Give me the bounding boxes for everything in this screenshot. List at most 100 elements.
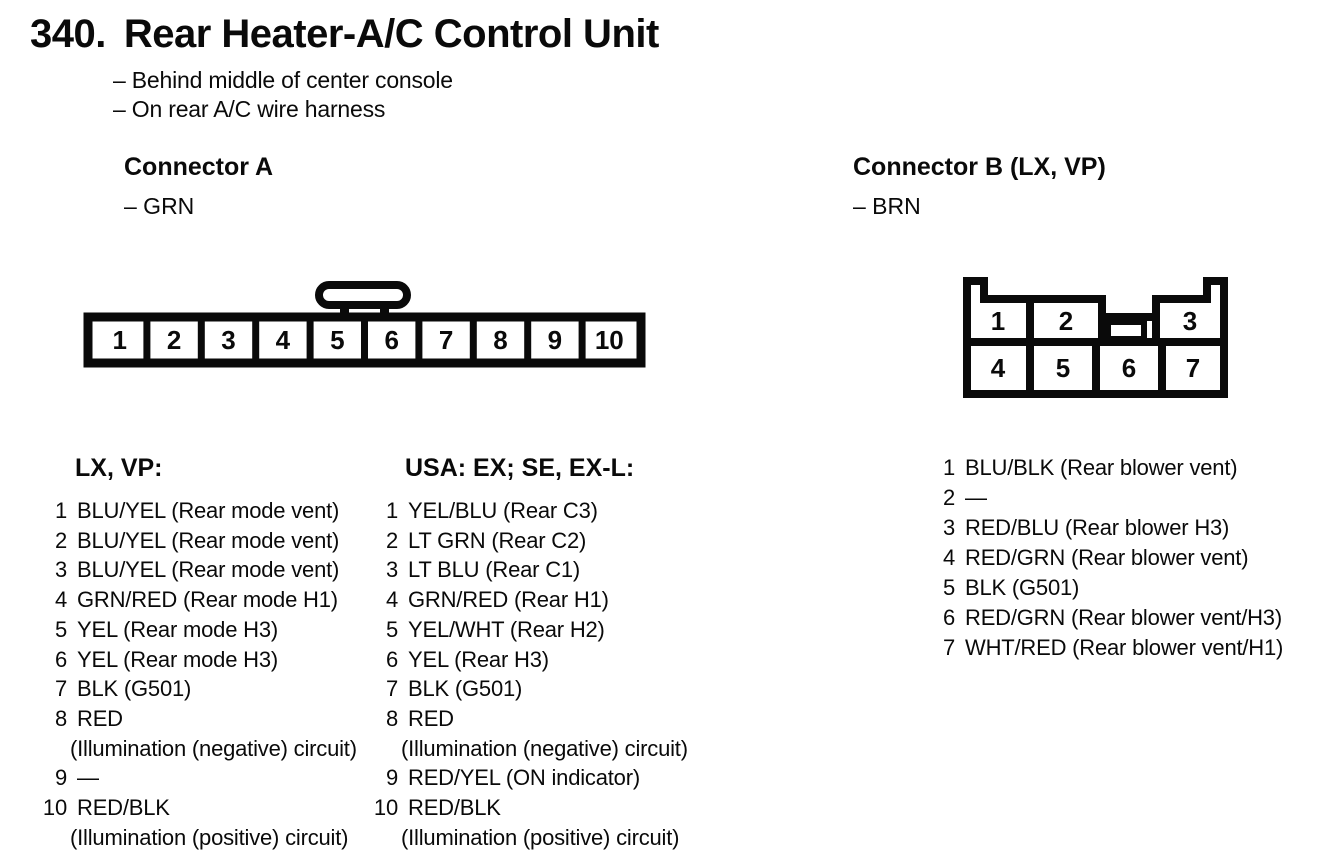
- pin-label: RED/GRN (Rear blower vent/H3): [965, 605, 1282, 630]
- location-note: – On rear A/C wire harness: [113, 96, 386, 122]
- connector-a-color-note: – GRN: [124, 193, 195, 219]
- connector-b-cavity-number: 3: [1183, 306, 1197, 336]
- pin-label: BLK (G501): [77, 676, 192, 702]
- connector-a-cavity-number: 10: [595, 325, 624, 355]
- pin-label: —: [77, 765, 99, 791]
- location-notes: – Behind middle of center console – On r…: [113, 66, 453, 124]
- pin-number: 5: [54, 616, 67, 642]
- pin-number: 6: [54, 646, 67, 672]
- connector-a-latch-tab: [315, 281, 411, 309]
- pin-row: 6 YEL (Rear H3): [365, 645, 688, 675]
- connector-a-cavity-number: 4: [276, 325, 291, 355]
- pin-label: RED/BLU (Rear blower H3): [965, 515, 1230, 540]
- pin-label: YEL (Rear mode H3): [77, 646, 278, 672]
- pin-row: 2 LT GRN (Rear C2): [365, 526, 688, 556]
- connector-a-diagram: 1 2 3 4 5 6 7 8 9 10: [83, 281, 646, 368]
- connector-b-cavity-number: 6: [1122, 353, 1136, 383]
- pin-label: YEL (Rear mode H3): [77, 616, 278, 642]
- pin-row: 4 GRN/RED (Rear H1): [365, 585, 688, 615]
- pin-label: BLK (G501): [965, 575, 1080, 600]
- pin-number: 3: [54, 557, 67, 583]
- connector-b-diagram: 1 2 3 4 5 6 7: [963, 277, 1228, 398]
- connector-a-cavity-number: 1: [112, 325, 126, 355]
- pin-number: 9: [385, 765, 398, 791]
- pin-number: 2: [54, 527, 67, 553]
- pin-number: 4: [942, 545, 955, 570]
- pin-number: 4: [385, 587, 398, 613]
- pin-row: 5 BLK (G501): [930, 573, 1283, 603]
- connector-a-cavity-number: 5: [330, 325, 344, 355]
- pin-row: 9—: [34, 763, 357, 793]
- connector-a-heading: Connector A: [124, 153, 274, 181]
- pin-label: BLU/YEL (Rear mode vent): [77, 527, 340, 553]
- pinout-list-connector-b: 1 BLU/BLK (Rear blower vent) 2— 3 RED/BLU …: [930, 453, 1283, 663]
- pin-row: 6 YEL (Rear mode H3): [34, 645, 357, 675]
- pin-number: 8: [385, 705, 398, 731]
- connector-b-cavity-number: 2: [1059, 306, 1073, 336]
- connector-b-cavity-number: 5: [1056, 353, 1070, 383]
- connector-a-cavity-number: 7: [439, 325, 453, 355]
- pin-number: 6: [385, 646, 398, 672]
- pin-label: BLU/BLK (Rear blower vent): [965, 455, 1238, 480]
- pin-number: 7: [385, 676, 398, 702]
- pin-number: 8: [54, 705, 67, 731]
- pin-number: 3: [385, 557, 398, 583]
- location-note: – Behind middle of center console: [113, 67, 453, 93]
- page-title: 340. Rear Heater-A/C Control Unit: [30, 12, 659, 56]
- pin-row: 2—: [930, 483, 1283, 513]
- pin-row: 3 BLU/YEL (Rear mode vent): [34, 555, 357, 585]
- pin-number: 10: [42, 795, 67, 821]
- pin-label: BLU/YEL (Rear mode vent): [77, 498, 340, 523]
- pin-label: RED/GRN (Rear blower vent): [965, 545, 1249, 570]
- pin-number: 3: [942, 515, 955, 540]
- connector-a-cavity-number: 6: [384, 325, 398, 355]
- title-text: Rear Heater-A/C Control Unit: [123, 12, 659, 56]
- connector-b-color-note: – BRN: [853, 193, 921, 219]
- pin-label: WHT/RED (Rear blower vent/H1): [965, 635, 1284, 660]
- pin-number: 10: [373, 795, 398, 821]
- pin-label: GRN/RED (Rear H1): [408, 587, 609, 613]
- pin-label: RED/YEL (ON indicator): [408, 765, 640, 791]
- pin-label: YEL (Rear H3): [408, 646, 549, 672]
- pin-row: 6 RED/GRN (Rear blower vent/H3): [930, 603, 1283, 633]
- pin-label: LT GRN (Rear C2): [408, 527, 587, 553]
- pinout-heading-lx-vp: LX, VP:: [75, 454, 163, 482]
- pin-row: 1 BLU/BLK (Rear blower vent): [930, 453, 1283, 483]
- item-number: 340.: [30, 12, 106, 56]
- pin-number: 1: [942, 455, 955, 480]
- pin-number: 2: [385, 527, 398, 553]
- connector-a-cavity-number: 3: [221, 325, 235, 355]
- pin-row: 4 RED/GRN (Rear blower vent): [930, 543, 1283, 573]
- pin-label: —: [965, 485, 987, 510]
- connector-b-heading: Connector B (LX, VP): [853, 153, 1106, 181]
- pin-row: 2 BLU/YEL (Rear mode vent): [34, 526, 357, 556]
- connector-b-cavity-number: 1: [991, 306, 1005, 336]
- pinout-heading-usa-ex: USA: EX; SE, EX-L:: [405, 454, 635, 482]
- pin-number: 6: [942, 605, 955, 630]
- pin-label: BLU/YEL (Rear mode vent): [77, 557, 340, 583]
- connector-a-cavity-number: 8: [493, 325, 507, 355]
- pin-row: 5 YEL/WHT (Rear H2): [365, 615, 688, 645]
- pin-number: 5: [942, 575, 955, 600]
- pin-number: 1: [54, 498, 67, 523]
- pin-label: RED (Illumination (negative) circuit): [401, 705, 688, 761]
- pin-number: 9: [54, 765, 67, 791]
- pin-label: YEL/WHT (Rear H2): [408, 616, 605, 642]
- pin-label: BLK (G501): [408, 676, 523, 702]
- pin-number: 5: [385, 616, 398, 642]
- pin-label: RED/BLK (Illumination (positive) circuit…: [70, 795, 349, 850]
- pin-row: 9 RED/YEL (ON indicator): [365, 763, 688, 793]
- pin-label: RED/BLK (Illumination (positive) circuit…: [401, 795, 680, 850]
- pin-row: 7 BLK (G501): [365, 674, 688, 704]
